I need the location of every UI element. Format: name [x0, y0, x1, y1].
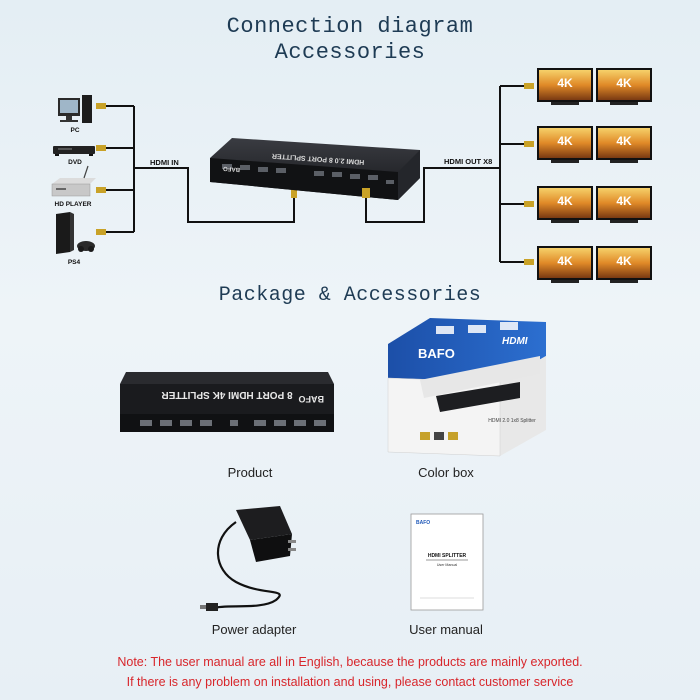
ps4-icon [56, 212, 95, 254]
tv-4k-label: 4K [557, 134, 573, 148]
tv-display-7: 4K [537, 246, 593, 283]
tv-display-3: 4K [537, 126, 593, 163]
tv-display-2: 4K [596, 68, 652, 105]
tv-4k-label: 4K [557, 76, 573, 90]
tv-display-6: 4K [596, 186, 652, 223]
splitter-device-brand: BAFO [223, 165, 241, 172]
product-brand: BAFO [299, 394, 325, 404]
tv-4k-label: 4K [616, 76, 632, 90]
hdmi-in-label: HDMI IN [150, 158, 179, 167]
user-manual-image [410, 513, 484, 611]
tv-display-8: 4K [596, 246, 652, 283]
tv-display-5: 4K [537, 186, 593, 223]
hd-player-icon [51, 165, 96, 197]
manual-subtitle: User Manual [437, 563, 458, 567]
color-box-brand: BAFO [418, 346, 455, 361]
tv-4k-label: 4K [616, 134, 632, 148]
caption-power-adapter: Power adapter [211, 622, 297, 637]
dvd-player-icon [53, 146, 95, 156]
product-label: 8 PORT HDMI 4K SPLITTER [161, 389, 293, 400]
tv-display-4: 4K [596, 126, 652, 163]
source-label-ps4: PS4 [68, 259, 81, 266]
output-cable [365, 167, 500, 223]
caption-product: Product [227, 465, 273, 480]
output-connector [362, 188, 370, 198]
source-label-hd-player: HD PLAYER [55, 201, 92, 208]
manual-title: HDMI SPLITTER [428, 553, 467, 559]
tv-4k-label: 4K [616, 194, 632, 208]
pc-icon [58, 95, 92, 123]
connection-diagram-title: Connection diagram [226, 14, 474, 39]
tv-4k-label: 4K [557, 194, 573, 208]
accessories-title: Accessories [274, 40, 426, 65]
caption-color-box: Color box [418, 465, 474, 480]
display-cables [499, 85, 530, 263]
color-box-side-text: HDMI 2.0 1x8 Splitter [488, 418, 536, 424]
source-label-pc: PC [70, 127, 79, 134]
display-connectors [524, 83, 534, 265]
tv-4k-label: 4K [557, 254, 573, 268]
power-adapter-image [200, 506, 296, 611]
tv-grid: 4K 4K 4K 4K 4K 4K 4K 4K [537, 68, 652, 283]
hdmi-out-label: HDMI OUT X8 [444, 157, 492, 166]
package-accessories-title: Package & Accessories [218, 284, 482, 307]
caption-user-manual: User manual [409, 622, 483, 637]
color-box-image [387, 318, 546, 457]
manual-brand: BAFO [416, 520, 430, 526]
color-box-hdmi-logo: HDMI [502, 336, 528, 347]
product-splitter-image [120, 372, 334, 432]
tv-display-1: 4K [537, 68, 593, 105]
input-connectors [96, 103, 297, 235]
source-label-dvd: DVD [68, 159, 82, 166]
splitter-device [210, 138, 420, 200]
tv-4k-label: 4K [616, 254, 632, 268]
note-line-2: If there is any problem on installation … [126, 675, 574, 689]
note-line-1: Note: The user manual are all in English… [117, 655, 583, 669]
input-cables [104, 105, 295, 233]
